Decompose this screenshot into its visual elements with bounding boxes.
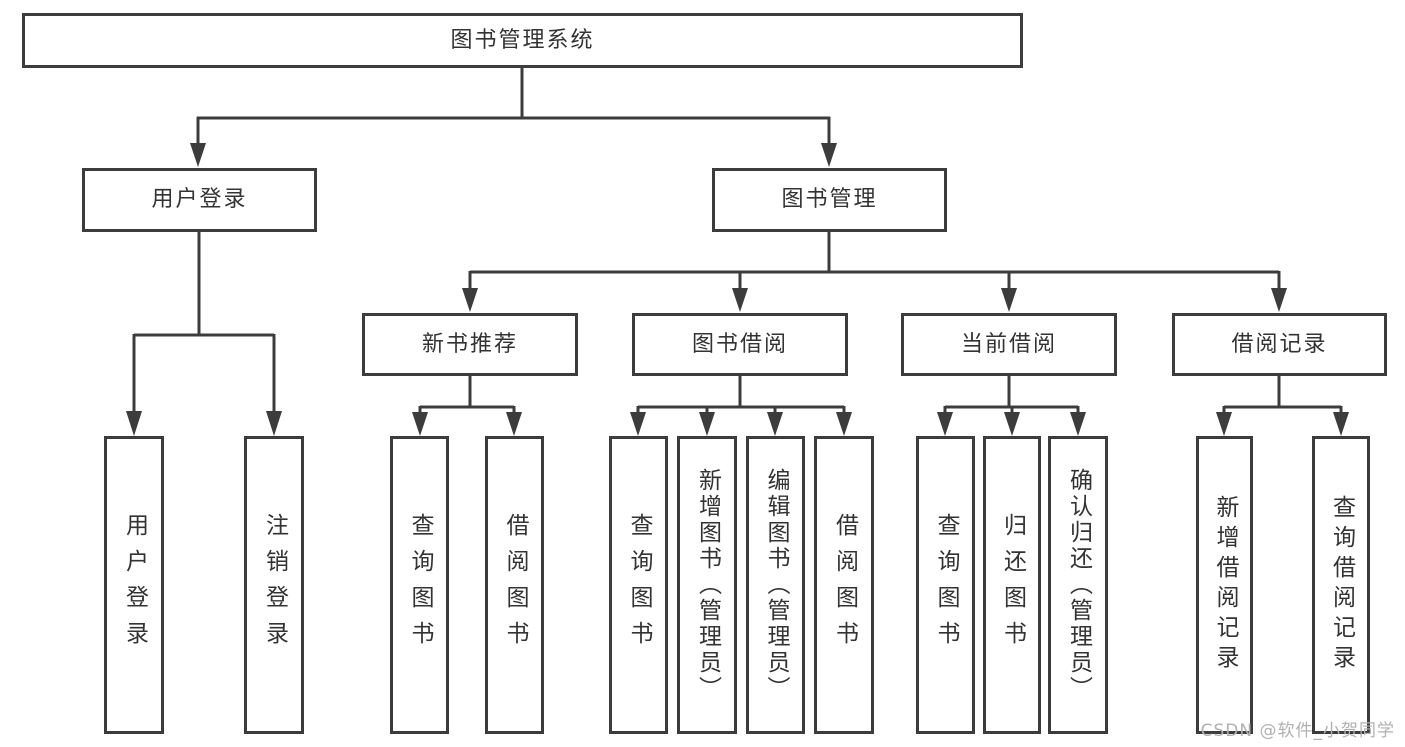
leaf-confirm-return-admin: 确认归还（管理员） [1048,436,1108,734]
leaf-user-login: 用户登录 [104,436,164,734]
node-current-borrow: 当前借阅 [901,313,1117,376]
connector-root-to-level2 [190,66,837,167]
node-book-management: 图书管理 [712,168,947,232]
leaf-borrow-books-recommend: 借阅图书 [485,436,544,734]
leaf-add-borrow-record: 新增借阅记录 [1196,436,1253,734]
leaf-query-books-borrow: 查询图书 [609,436,668,734]
connector-book-borrow-to-leaves [630,375,852,436]
connector-user-login-to-leaves [126,231,282,436]
leaf-return-books: 归还图书 [983,436,1041,734]
leaf-query-books-current: 查询图书 [916,436,975,734]
node-borrow-records: 借阅记录 [1172,313,1387,376]
leaf-add-books-admin: 新增图书（管理员） [677,436,737,734]
node-new-book-recommend: 新书推荐 [362,313,578,376]
leaf-edit-books-admin: 编辑图书（管理员） [746,436,805,734]
connector-borrow-records-to-leaves [1216,375,1349,436]
node-library-management-system: 图书管理系统 [22,13,1023,68]
leaf-borrow-books: 借阅图书 [814,436,874,734]
leaf-logout-login: 注销登录 [244,436,304,734]
leaf-query-books-recommend: 查询图书 [390,436,449,734]
connector-new-book-recommend-to-leaves [412,375,522,436]
node-user-login: 用户登录 [82,168,317,232]
watermark: CSDN @软件_小贺同学 [1200,721,1395,741]
connector-current-borrow-to-leaves [937,375,1086,436]
connector-book-management-to-level3 [462,231,1287,312]
node-book-borrow: 图书借阅 [632,313,848,376]
leaf-query-borrow-record: 查询借阅记录 [1312,436,1370,734]
